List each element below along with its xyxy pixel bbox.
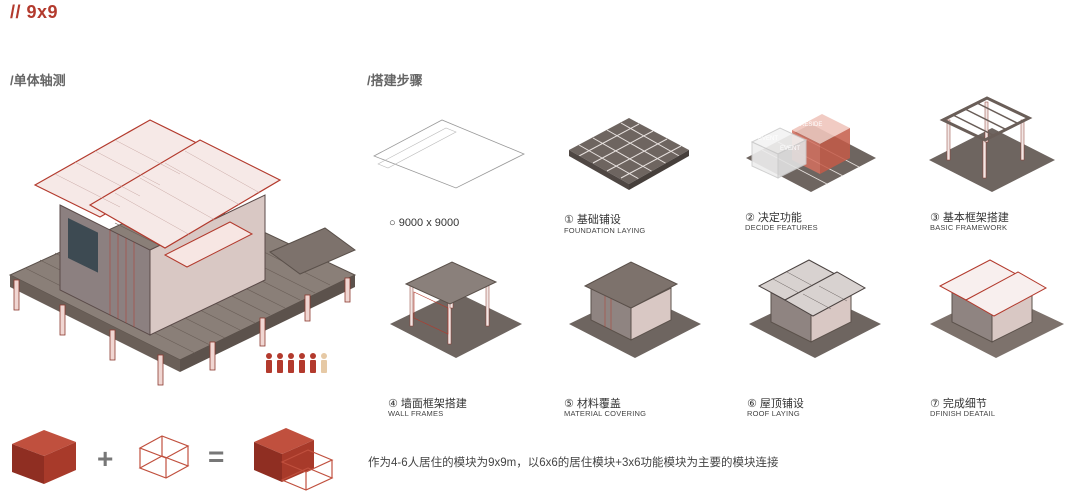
event-tag-2: EVENT xyxy=(780,146,800,152)
module-combined xyxy=(254,428,334,491)
step-7-label: ⑦ 完成细节 xyxy=(930,398,987,410)
reside-tag: RESIDE xyxy=(800,122,822,128)
step-2-sub: DECIDE FEATURES xyxy=(745,223,818,232)
step-6-label: ⑥ 屋顶铺设 xyxy=(747,398,804,410)
step-1-label: ① 基础铺设 xyxy=(564,214,621,226)
step-4-wall-frames-drawing xyxy=(390,261,522,358)
page-title: // 9x9 xyxy=(10,2,59,22)
step-4-sub: WALL FRAMES xyxy=(388,409,444,418)
occupancy-people-icon xyxy=(266,353,327,373)
equals-sign: = xyxy=(208,441,225,472)
step-0-label: ○ 9000 x 9000 xyxy=(389,217,460,229)
event-tag-1: EVENT xyxy=(758,136,778,142)
module-solid-red xyxy=(12,430,76,484)
step-1-sub: FOUNDATION LAYING xyxy=(564,226,646,235)
step-6-roof-drawing xyxy=(749,259,881,358)
step-5-label: ⑤ 材料覆盖 xyxy=(564,398,621,410)
main-axonometric-drawing xyxy=(8,119,357,386)
section-title-steps: /搭建步骤 xyxy=(367,73,423,88)
step-7-finish-drawing xyxy=(930,259,1064,358)
step-0-plan-outline xyxy=(373,119,525,189)
step-3-framework-drawing xyxy=(929,96,1055,192)
step-2-features-drawing: EVENT EVENT RESIDE xyxy=(746,114,876,192)
step-3-sub: BASIC FRAMEWORK xyxy=(930,223,1008,232)
step-5-material-drawing xyxy=(569,261,701,358)
plus-sign: + xyxy=(97,443,114,474)
step-1-foundation-drawing xyxy=(569,118,689,190)
step-5-sub: MATERIAL COVERING xyxy=(564,409,647,418)
step-3-label: ③ 基本框架搭建 xyxy=(930,212,1009,224)
section-title-axon: /单体轴测 xyxy=(10,73,66,88)
step-2-label: ② 决定功能 xyxy=(745,212,802,224)
step-4-label: ④ 墙面框架搭建 xyxy=(388,398,467,410)
module-description: 作为4-6人居住的模块为9x9m，以6x6的居住模块+3x6功能模块为主要的模块… xyxy=(368,457,779,469)
step-6-sub: ROOF LAYING xyxy=(747,409,800,418)
step-7-sub: DFINISH DEATAIL xyxy=(930,409,996,418)
module-wire-frame xyxy=(138,435,190,479)
